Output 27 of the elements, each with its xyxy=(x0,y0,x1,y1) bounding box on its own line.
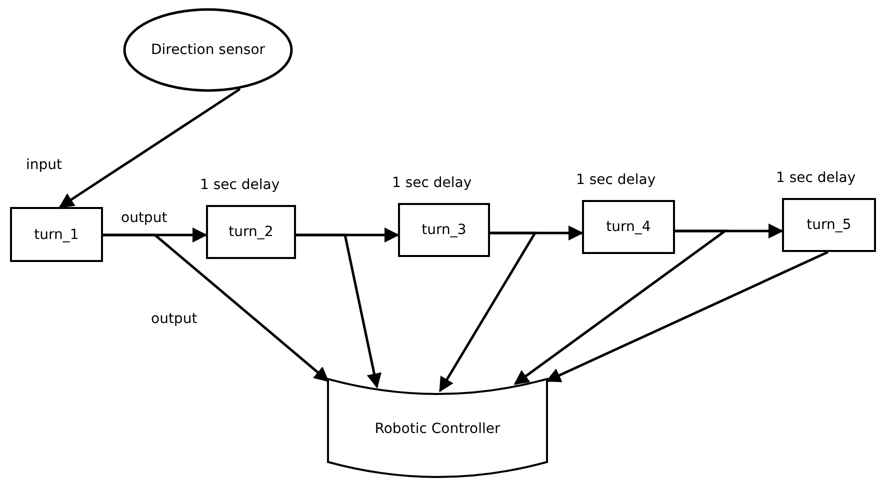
arrow xyxy=(103,234,330,382)
controller-drum xyxy=(327,378,548,480)
process-box xyxy=(10,207,103,262)
edge-label: output xyxy=(150,311,198,327)
sensor-ellipse xyxy=(123,8,293,92)
arrow xyxy=(438,232,538,392)
edge-label: output xyxy=(120,210,168,226)
node-label: turn_1 xyxy=(34,226,79,242)
arrow xyxy=(546,250,829,382)
arrow xyxy=(514,230,729,386)
edge-label: input xyxy=(25,157,64,173)
delay-note: 1 sec delay xyxy=(776,170,856,186)
arrow xyxy=(296,234,382,388)
node-label: Direction sensor xyxy=(150,42,266,58)
node-label: turn_5 xyxy=(806,217,852,233)
delay-note: 1 sec delay xyxy=(200,177,280,193)
arrow xyxy=(58,88,241,208)
node-label: turn_3 xyxy=(422,222,466,238)
process-box xyxy=(398,203,490,257)
node-label: turn_4 xyxy=(606,219,651,235)
delay-note: 1 sec delay xyxy=(576,172,656,188)
node-label: Robotic Controller xyxy=(374,421,500,437)
delay-note: 1 sec delay xyxy=(392,175,472,191)
process-box xyxy=(206,205,296,259)
process-box xyxy=(582,200,675,254)
node-label: turn_2 xyxy=(228,224,274,240)
process-box xyxy=(782,198,876,252)
